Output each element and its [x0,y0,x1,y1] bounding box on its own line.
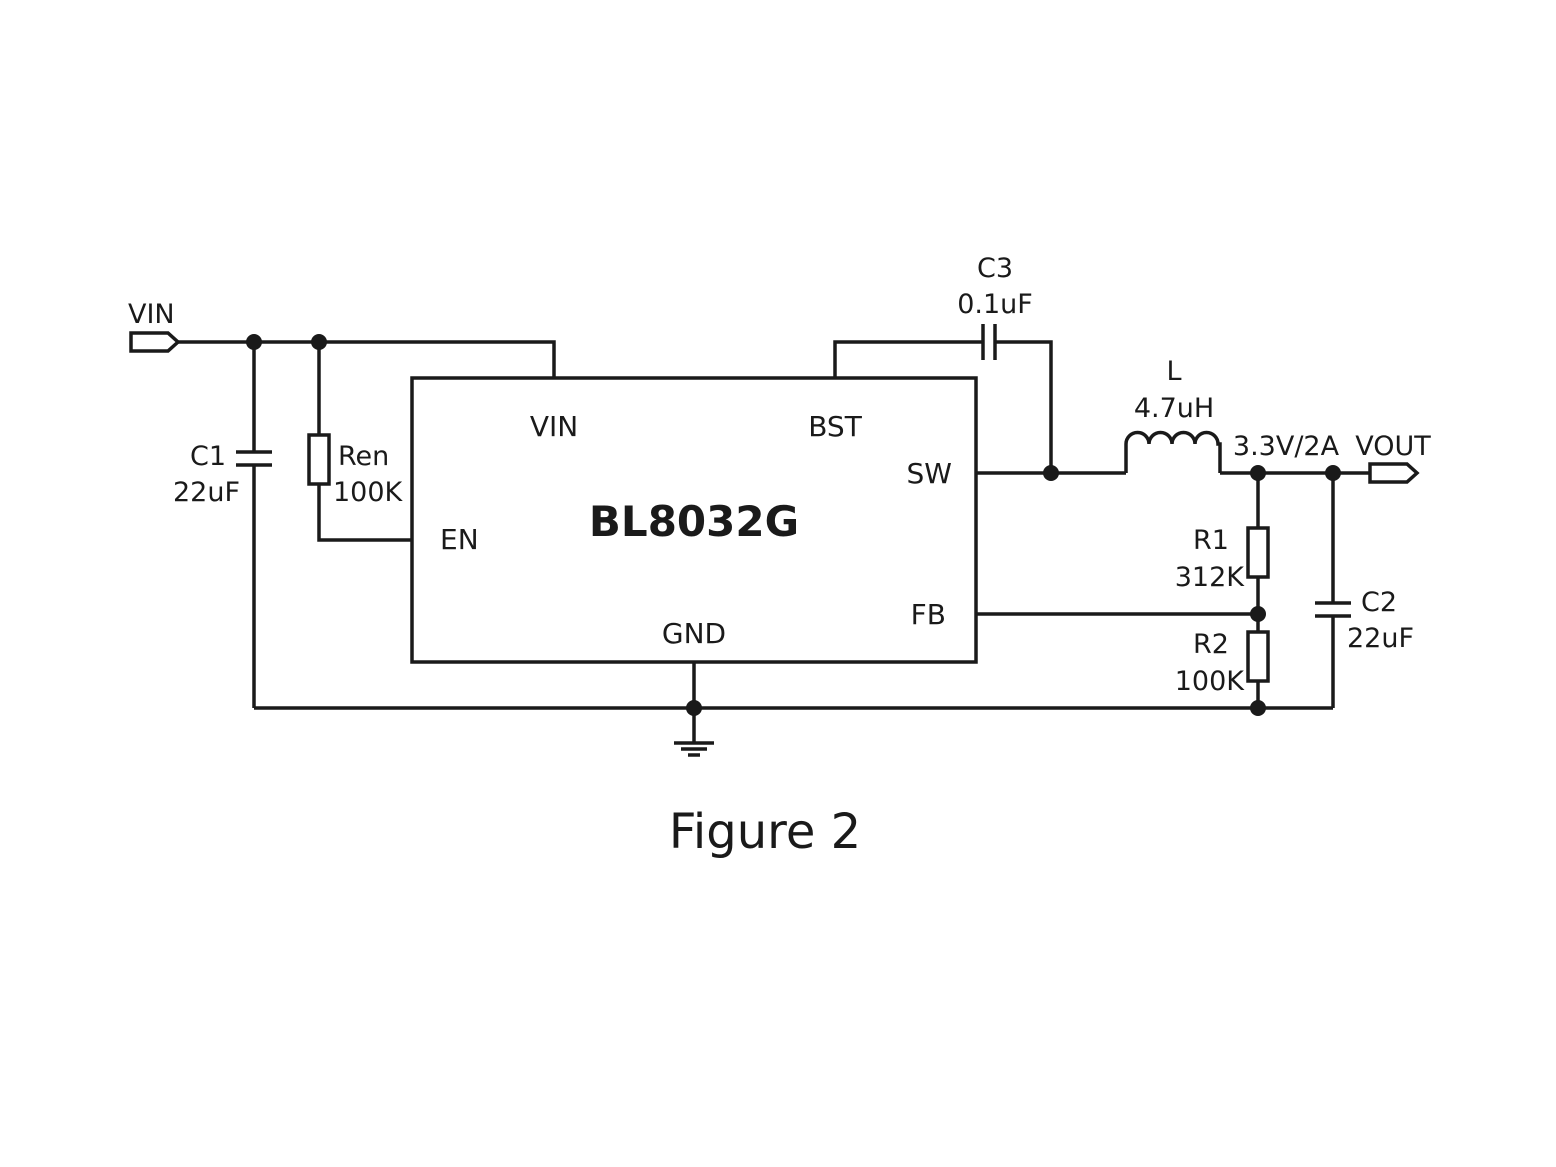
c2-ref: C2 [1361,587,1397,618]
c1-ref: C1 [190,441,226,472]
junction-dot [1250,700,1266,716]
vin-port-connector [129,331,181,353]
wire-bst [833,340,983,378]
output-spec-label: 3.3V/2A [1233,431,1340,462]
r2-value: 100K [1175,666,1246,697]
wire-vin-rail [178,340,556,378]
vout-port-label: VOUT [1355,431,1431,462]
chip-name: BL8032G [589,497,799,546]
r1-ref: R1 [1193,525,1229,556]
c3-value: 0.1uF [957,289,1033,320]
junction-dot [1325,465,1341,481]
r1-value: 312K [1175,562,1246,593]
l-value: 4.7uH [1134,393,1214,424]
vout-port-connector [1368,462,1420,484]
junction-dot [1043,465,1059,481]
pin-label-bst: BST [808,410,862,443]
c2-value: 22uF [1347,623,1414,654]
figure-caption: Figure 2 [669,804,861,860]
wire-c3-sw [995,340,1053,473]
junction-dot [311,334,327,350]
c1-value: 22uF [173,477,240,508]
r2-ref: R2 [1193,629,1229,660]
junction-dot [1250,465,1266,481]
junction-dot [246,334,262,350]
junction-dot [1250,606,1266,622]
c3-ref: C3 [977,253,1013,284]
chip-body [410,376,978,664]
capacitor-c1 [236,450,272,467]
pin-label-en: EN [440,523,479,556]
pin-label-gnd: GND [662,617,726,650]
junction-dot [686,700,702,716]
l-ref: L [1166,356,1181,387]
pin-label-fb: FB [911,598,946,631]
wire-ren-en [317,484,412,542]
resistor-ren [307,433,331,486]
vin-port-label: VIN [128,299,175,330]
resistor-r2 [1246,630,1270,683]
pin-label-sw: SW [907,457,952,490]
capacitor-c3 [981,324,997,360]
ren-value: 100K [333,477,404,508]
resistor-r1 [1246,526,1270,579]
pin-label-vin: VIN [530,410,578,443]
ground-symbol [674,741,714,757]
junction-dots [246,334,1341,716]
ren-ref: Ren [338,441,389,472]
capacitor-c2 [1315,601,1351,618]
inductor-l [1124,430,1222,473]
